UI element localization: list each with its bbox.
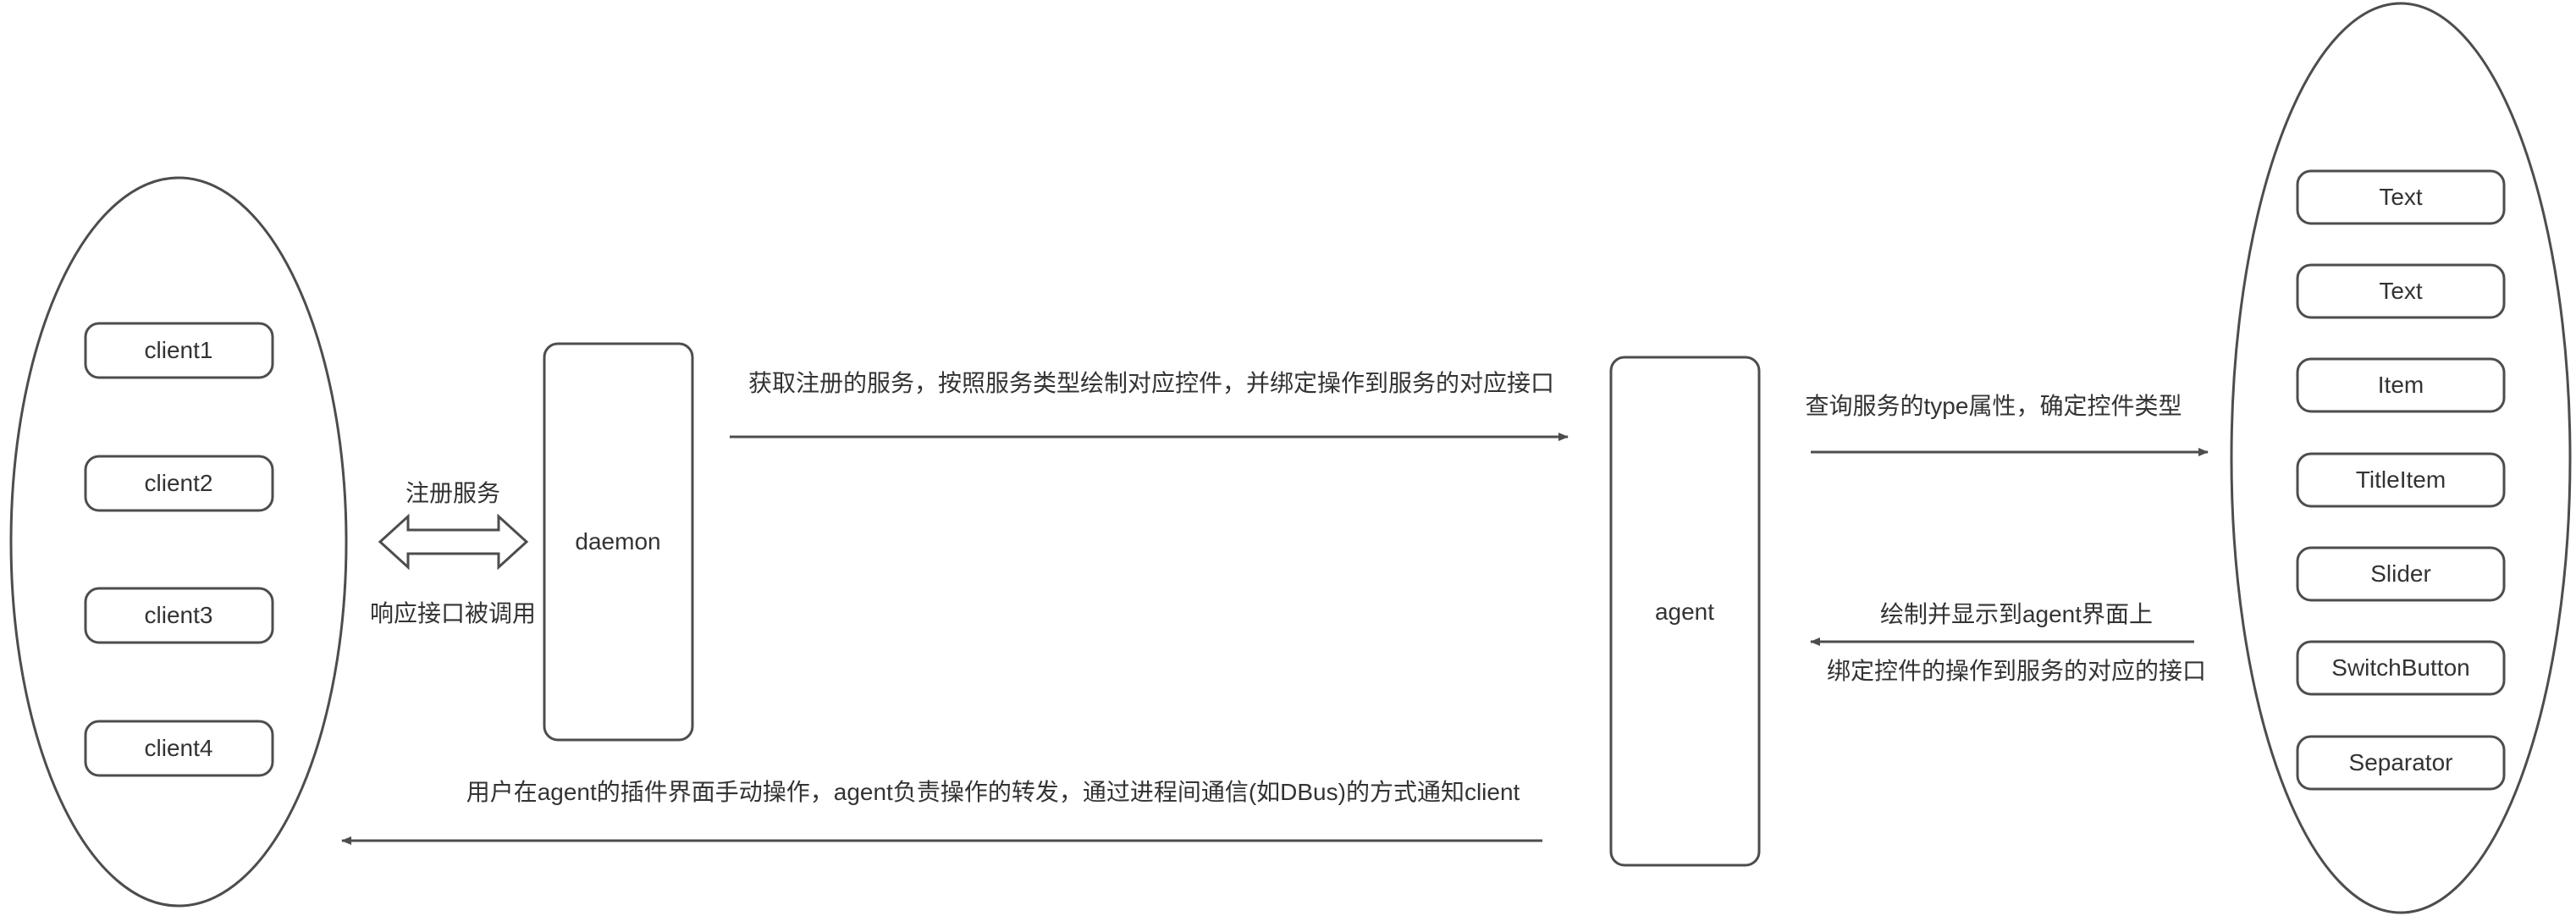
client1-box: [84, 322, 274, 379]
agent-label: agent: [1654, 599, 1715, 625]
clients-group-ellipse: [9, 176, 348, 908]
client3-label: client3: [144, 602, 213, 628]
widget-separator-box: [2296, 735, 2506, 791]
agent-to-widgets-label: 查询服务的type属性，确定控件类型: [1805, 393, 2182, 419]
client3-box: [84, 587, 274, 644]
register-service-label: 注册服务: [405, 480, 501, 506]
daemon-label: daemon: [575, 528, 661, 555]
widget-separator-label: Separator: [2348, 749, 2453, 775]
widget-item-box: [2296, 357, 2506, 413]
widgets-group-ellipse: [2230, 2, 2572, 914]
client4-box: [84, 720, 274, 777]
widget-text-2-box: [2296, 263, 2506, 319]
daemon-to-agent-label: 获取注册的服务，按照服务类型绘制对应控件，并绑定操作到服务的对应接口: [747, 370, 1555, 396]
widget-switchbutton-label: SwitchButton: [2331, 654, 2470, 681]
widgets-to-agent-label-bottom: 绑定控件的操作到服务的对应的接口: [1826, 658, 2207, 684]
client2-label: client2: [144, 470, 213, 496]
register-double-arrow: [378, 513, 529, 571]
widget-switchbutton-box: [2296, 640, 2506, 696]
respond-interface-label: 响应接口被调用: [369, 600, 537, 626]
client1-label: client1: [144, 337, 213, 363]
widget-text-1-label: Text: [2379, 184, 2423, 210]
widgets-to-agent-label-top: 绘制并显示到agent界面上: [1879, 601, 2154, 627]
client2-box: [84, 455, 274, 512]
widget-titleitem-box: [2296, 452, 2506, 508]
widget-slider-box: [2296, 546, 2506, 602]
widget-titleitem-label: TitleItem: [2355, 466, 2446, 493]
daemon-box: [543, 342, 694, 742]
widget-item-label: Item: [2377, 372, 2424, 398]
agent-box: [1609, 356, 1761, 867]
widget-text-2-label: Text: [2379, 278, 2423, 304]
widget-slider-label: Slider: [2370, 560, 2431, 587]
widget-text-1-box: [2296, 169, 2506, 225]
client4-label: client4: [144, 735, 213, 761]
agent-to-clients-label: 用户在agent的插件界面手动操作，agent负责操作的转发，通过进程间通信(如…: [466, 779, 1520, 805]
